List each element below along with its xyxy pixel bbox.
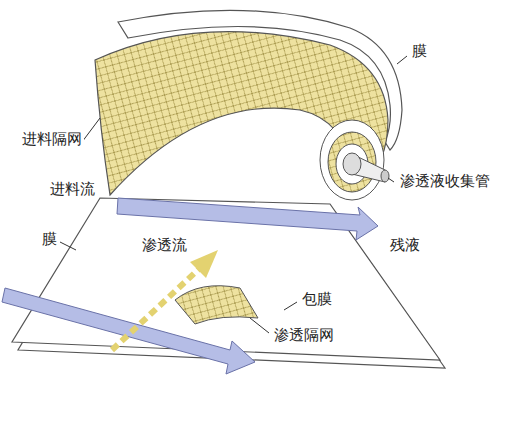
part-label: 膜 (40, 230, 59, 248)
permeate-spacer-cutaway (175, 286, 258, 324)
permeate-flow-arrow (112, 268, 200, 350)
feed-flow-arrow (2, 288, 255, 374)
part-label: 渗透流 (140, 236, 189, 254)
part-label: 包膜 (300, 290, 334, 308)
leader-line (60, 242, 76, 250)
permeate-flow-head (190, 250, 218, 278)
part-label: 进料隔网 (20, 130, 84, 148)
leader-line (397, 56, 407, 64)
leader-line (388, 178, 394, 182)
collection-tube-end (381, 170, 389, 182)
feed-spacer (95, 32, 388, 195)
leader-line (250, 318, 269, 333)
leader-line (284, 302, 297, 310)
feed-flow-arrow (117, 198, 378, 240)
part-label: 渗透隔网 (272, 326, 336, 344)
collection-tube-end (343, 153, 361, 175)
membrane-sheet (12, 198, 440, 360)
part-label: 膜 (410, 42, 429, 60)
leader-line (82, 118, 100, 142)
part-label: 渗透液收集管 (398, 172, 492, 190)
roll-end (320, 120, 384, 200)
part-label: 进料流 (48, 180, 97, 198)
part-label: 残液 (388, 236, 422, 254)
